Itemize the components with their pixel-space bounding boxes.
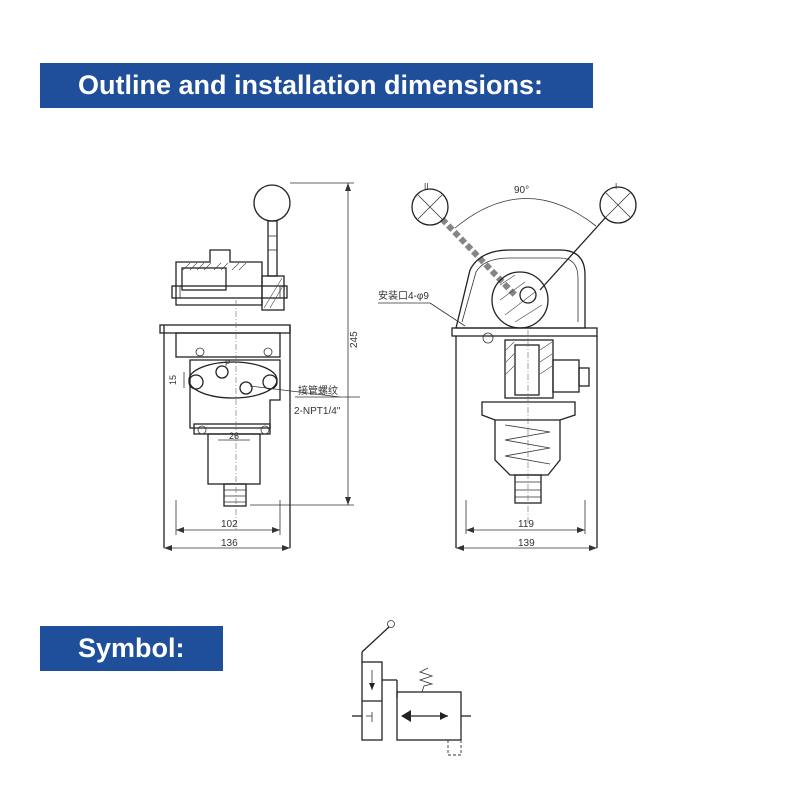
position-i-knob (599, 186, 637, 224)
angle-arc (454, 198, 597, 229)
angle-label: 90° (514, 185, 529, 196)
left-port-label-thread: 2-NPT1/4" (294, 406, 341, 417)
position-ii-knob (411, 188, 449, 226)
lever-knob (387, 620, 395, 628)
right-dim-width-inner: 119 (518, 519, 534, 530)
right-mount-plate (451, 327, 598, 337)
left-dim-26: 26 (229, 431, 239, 441)
right-diaphragm (481, 401, 576, 421)
left-dim-height: 245 (349, 331, 360, 348)
left-port-p: P (225, 359, 230, 368)
right-dim-width-outer: 139 (518, 538, 535, 549)
left-handle-shaft (267, 220, 278, 277)
left-lower-cylinder (207, 433, 261, 485)
right-valve-core (504, 339, 554, 399)
mount-hole-label: 安装口4-φ9 (378, 289, 429, 302)
pneumatic-valve-symbol (352, 620, 471, 756)
left-dim-width-inner: 102 (221, 519, 238, 530)
right-housing (455, 249, 586, 329)
left-mount-plate (159, 324, 291, 334)
position-ii-label: II (424, 182, 428, 191)
left-view-drawing: 15 P 26 接管螺纹 2-NPT1/4" 245 102 136 (159, 182, 360, 551)
symbol-section-title: Symbol: (40, 626, 223, 671)
right-view-drawing: II I 90° 安装口4-φ9 (378, 182, 637, 551)
left-top-housing (175, 249, 263, 306)
left-port-label-cn: 接管螺纹 (298, 384, 338, 397)
left-dim-15: 15 (168, 375, 178, 385)
left-dim-width-outer: 136 (221, 538, 238, 549)
position-i-label: I (615, 182, 617, 191)
outline-section-title: Outline and installation dimensions: (40, 63, 593, 108)
left-valve-body (189, 359, 281, 429)
left-handle-knob (253, 184, 291, 222)
